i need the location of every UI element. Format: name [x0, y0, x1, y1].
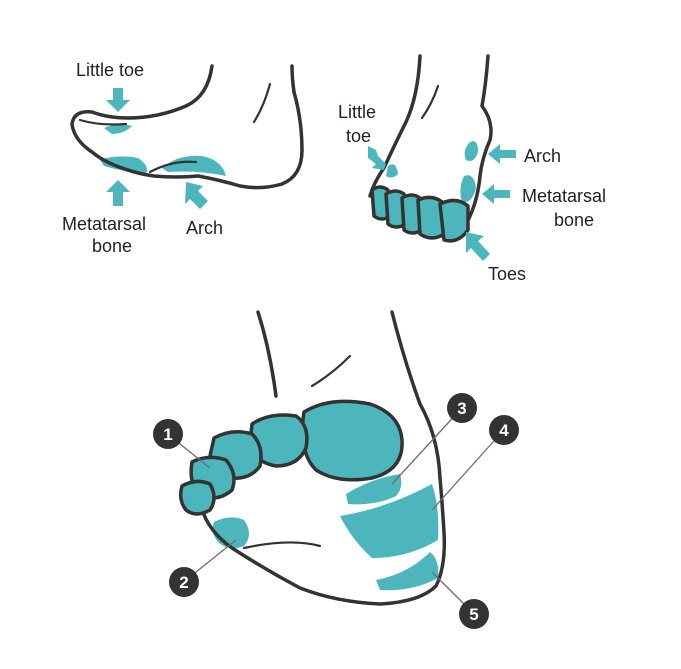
front-little-toe-label-1: Little	[338, 102, 376, 122]
side-metatarsal-arrow	[106, 180, 130, 206]
side-arch-label: Arch	[186, 218, 223, 238]
front-metatarsal-patch	[460, 175, 476, 203]
front-metatarsal-label-2: bone	[554, 210, 594, 230]
front-leg-outline-left	[368, 54, 422, 198]
sole-inner-line	[242, 541, 322, 550]
marker-5: 5	[459, 599, 489, 629]
front-arch-label: Arch	[524, 146, 561, 166]
marker-1-label: 1	[163, 425, 172, 444]
marker-3: 3	[447, 393, 477, 423]
sole-zone-5	[376, 552, 439, 591]
sole-outline	[198, 476, 447, 606]
front-arch-patch	[464, 141, 478, 161]
front-toes-label: Toes	[488, 264, 526, 284]
marker-3-label: 3	[457, 399, 466, 418]
sole-view-foot: 1 2 3 4 5	[153, 310, 519, 629]
marker-2: 2	[169, 567, 199, 597]
marker-4: 4	[489, 415, 519, 445]
leader-4	[431, 431, 503, 511]
side-metatarsal-patch	[100, 156, 147, 174]
marker-2-label: 2	[179, 573, 188, 592]
side-toe-line	[78, 118, 128, 126]
side-little-toe-patch	[104, 124, 132, 134]
sole-big-toe	[300, 399, 404, 482]
side-ankle-line	[252, 82, 272, 124]
sole-zone-4	[340, 484, 439, 558]
side-arch-patch	[162, 155, 226, 176]
marker-4-label: 4	[499, 421, 509, 440]
front-metatarsal-label-1: Metatarsal	[522, 186, 606, 206]
side-metatarsal-label-2: bone	[92, 236, 132, 256]
side-little-toe-arrow	[106, 88, 130, 112]
front-toe-5	[438, 198, 470, 243]
sole-toe-5	[178, 479, 216, 516]
side-heel-crease	[148, 160, 198, 174]
side-foot-outline	[70, 64, 304, 190]
sole-zone-3	[346, 474, 402, 505]
sole-leg-outline-left	[256, 310, 278, 398]
side-arch-arrow	[185, 182, 208, 209]
front-little-toe-patch	[386, 164, 398, 178]
front-little-toe-arrow	[368, 146, 386, 170]
front-ankle-line	[420, 84, 440, 120]
marker-5-label: 5	[469, 605, 478, 624]
front-toes-arrow	[466, 232, 490, 261]
front-little-toe-label-2: toe	[346, 126, 371, 146]
sole-ankle-line	[310, 354, 352, 388]
leader-3	[391, 409, 461, 485]
sole-leg-outline-right	[390, 310, 442, 480]
front-view-foot: Little toe Arch Metatarsal bone Toes	[338, 54, 606, 284]
side-little-toe-label: Little toe	[76, 60, 144, 80]
front-metatarsal-arrow	[482, 184, 510, 204]
marker-1: 1	[153, 419, 183, 449]
side-metatarsal-label-1: Metatarsal	[62, 214, 146, 234]
side-view-foot: Little toe Metatarsal bone Arch	[62, 60, 304, 256]
front-arch-arrow	[488, 144, 516, 164]
